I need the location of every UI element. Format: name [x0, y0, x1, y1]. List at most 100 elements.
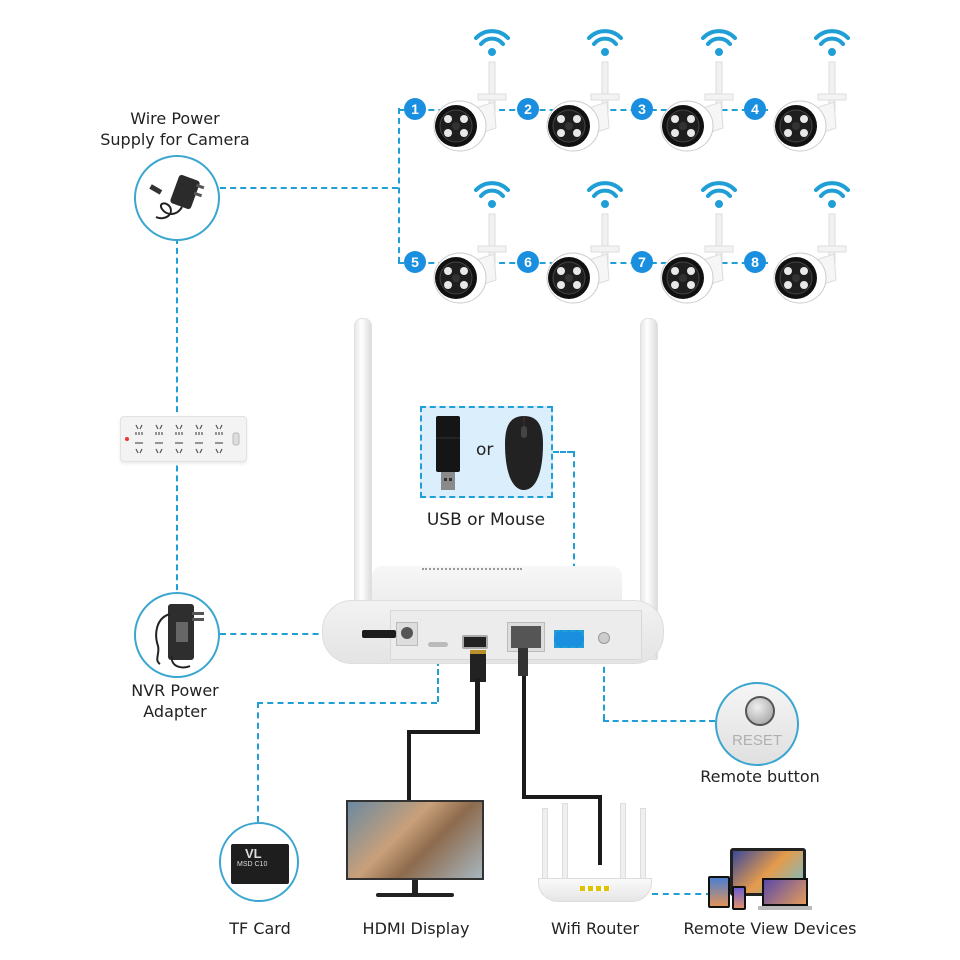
wifi-icon [814, 181, 850, 208]
tf-link-line-v1 [437, 660, 439, 702]
power-to-camera-line [220, 187, 398, 189]
camera-icon [433, 181, 510, 304]
monitor-base [376, 893, 454, 897]
wifi-icon [474, 29, 510, 56]
laptop-front [762, 878, 808, 906]
camera-number-badge: 6 [517, 251, 539, 273]
power-strip-sockets-icon [125, 424, 240, 454]
tf-card-label: TF Card [229, 919, 291, 938]
nvr-top [372, 566, 622, 606]
wifi-icon [701, 29, 737, 56]
remote-button-label: Remote button [700, 767, 820, 786]
hdmi-cable-h [407, 730, 480, 734]
wifi-icon [701, 181, 737, 208]
reset-button-knob [745, 696, 775, 726]
router-ports [580, 886, 610, 891]
camera-number-badge: 3 [631, 98, 653, 120]
camera-7[interactable] [653, 172, 743, 312]
lan-cable-h [522, 795, 602, 799]
camera-1[interactable] [426, 20, 516, 160]
usb-or-mouse-box[interactable]: or [420, 406, 553, 498]
camera-icon [660, 181, 737, 304]
monitor-stand [412, 880, 418, 894]
sd-brand: VL [245, 846, 262, 861]
camera-number-badge: 5 [404, 251, 426, 273]
camera-bus-line [398, 108, 400, 263]
hdmi-monitor [346, 800, 486, 900]
dc-plug [362, 630, 396, 638]
wifi-icon [587, 29, 623, 56]
reset-text: RESET [731, 732, 782, 749]
camera-icon [546, 29, 623, 152]
reset-link-line-v [603, 648, 605, 720]
usb-link-line-v [573, 451, 575, 631]
laptop-keyboard [758, 906, 812, 910]
wifi-router [536, 803, 656, 903]
nvr-adapter-icon [155, 604, 204, 669]
wifi-icon [474, 181, 510, 208]
camera-icon [660, 29, 737, 152]
nvr-power-label: NVR Power Adapter [95, 680, 255, 722]
camera-number-badge: 2 [517, 98, 539, 120]
tf-card-slot[interactable] [428, 642, 448, 647]
remote-view-devices-label: Remote View Devices [683, 919, 857, 938]
camera-number-badge: 4 [744, 98, 766, 120]
tf-card-chip: VL MSD C10 [231, 844, 289, 884]
reset-link-line-h [603, 720, 715, 722]
usb-dongle-icon [436, 416, 460, 490]
wifi-icon [814, 29, 850, 56]
nvr-recorder [322, 560, 664, 670]
wifi-icon [587, 181, 623, 208]
usb-link-line-h [553, 451, 573, 453]
camera-number-badge: 8 [744, 251, 766, 273]
nvr-power-label-line1: NVR Power [131, 681, 219, 700]
tf-link-line-h [257, 702, 437, 704]
power-strip [120, 416, 247, 462]
usb-port[interactable] [554, 630, 584, 648]
usb-or-mouse-label: USB or Mouse [426, 510, 546, 530]
router-devices-line [652, 893, 712, 895]
remote-reset-button[interactable]: RESET [715, 682, 799, 766]
hdmi-cable-v1 [475, 678, 480, 734]
lan-plug [518, 648, 528, 676]
hdmi-port[interactable] [462, 635, 488, 649]
camera-number-badge: 7 [631, 251, 653, 273]
camera-6[interactable] [539, 172, 629, 312]
tf-card[interactable]: VL MSD C10 [219, 822, 299, 902]
wire-power-label-line1: Wire Power [130, 109, 220, 128]
camera-icon [773, 29, 850, 152]
or-label: or [476, 440, 494, 460]
remote-view-devices [708, 848, 812, 913]
wire-power-label-line2: Supply for Camera [100, 130, 250, 149]
camera-2[interactable] [539, 20, 629, 160]
reset-port[interactable] [598, 632, 610, 644]
camera-5[interactable] [426, 172, 516, 312]
wire-power-supply[interactable] [134, 155, 220, 241]
dc-power-port[interactable] [396, 622, 418, 646]
tf-link-line-v2 [257, 702, 259, 822]
tablet [708, 876, 730, 908]
nvr-vent-dots [422, 568, 522, 570]
wifi-router-label: Wifi Router [550, 919, 640, 938]
camera-icon [433, 29, 510, 152]
lan-cable-v2 [598, 795, 602, 865]
monitor-screen [346, 800, 484, 880]
camera-8[interactable] [766, 172, 856, 312]
hdmi-cable-v2 [407, 730, 411, 800]
hdmi-plug [470, 650, 486, 682]
camera-icon [773, 181, 850, 304]
camera-3[interactable] [653, 20, 743, 160]
power-adapter-icon [149, 174, 205, 220]
mouse-icon [505, 416, 543, 490]
nvr-power-label-line2: Adapter [143, 702, 207, 721]
lan-cable-v1 [522, 676, 526, 798]
camera-4[interactable] [766, 20, 856, 160]
camera-number-badge: 1 [404, 98, 426, 120]
nvr-power-line [220, 633, 370, 635]
lan-port[interactable] [507, 622, 545, 652]
phone [732, 886, 746, 910]
camera-icon [546, 181, 623, 304]
nvr-power-adapter[interactable] [134, 592, 220, 678]
wire-power-label: Wire Power Supply for Camera [95, 108, 255, 150]
sd-text: MSD C10 [237, 861, 268, 868]
